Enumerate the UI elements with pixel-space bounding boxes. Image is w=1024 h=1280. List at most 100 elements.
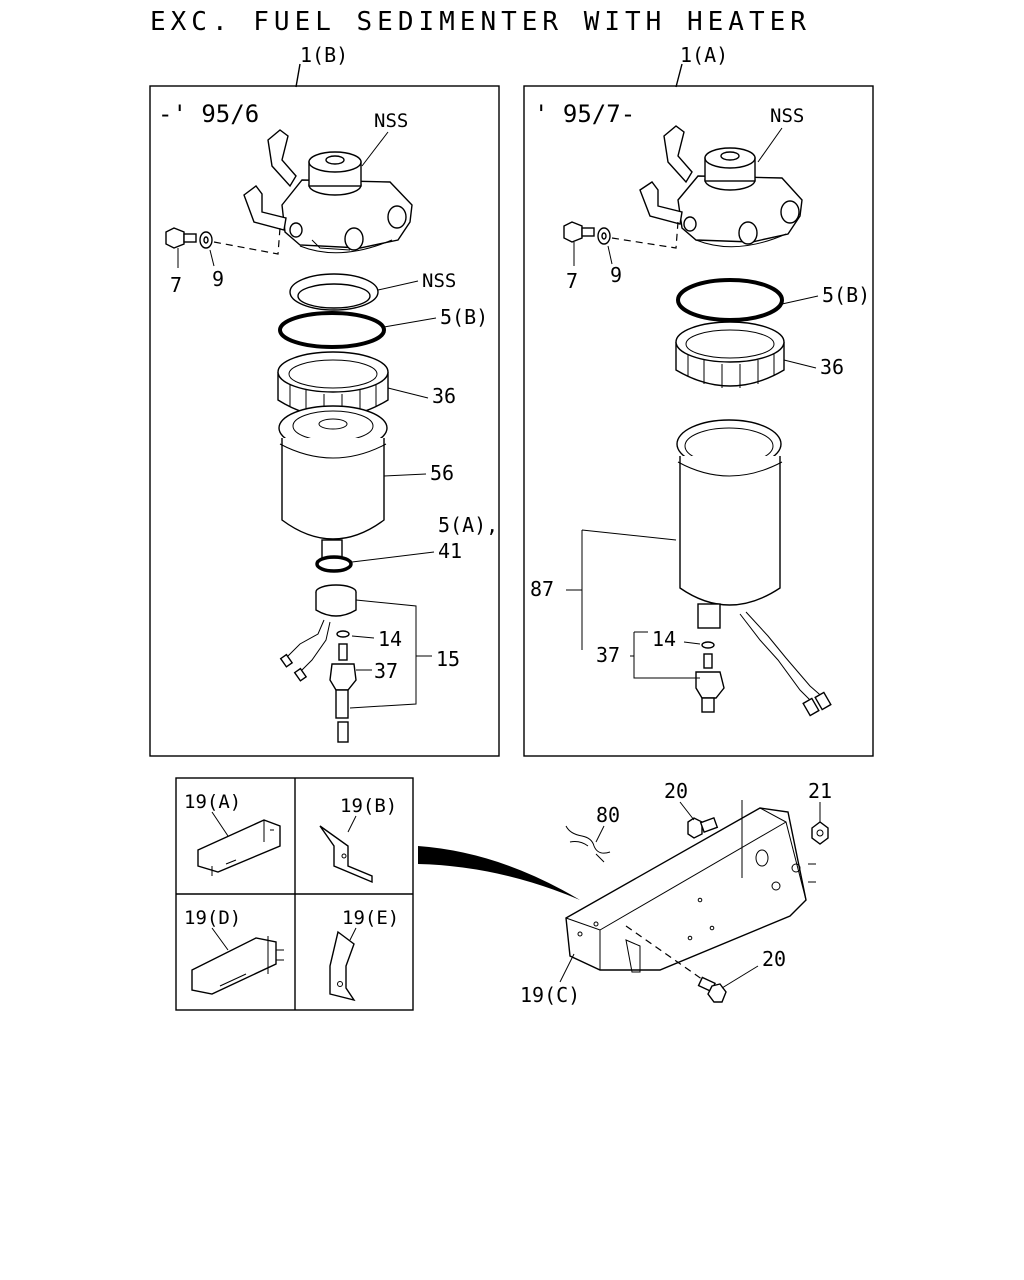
bolt-axis-left xyxy=(213,227,281,255)
leader xyxy=(757,127,783,163)
left-oring-label: 5(B) xyxy=(440,305,488,329)
left-element-label: 56 xyxy=(430,461,454,485)
leader xyxy=(566,529,677,650)
bolt-7-right xyxy=(563,221,595,266)
filter-bowl-87-right xyxy=(676,419,832,717)
circle xyxy=(577,931,583,937)
bracket-variant-grid: 19(A) 19(B) 19(D) 19(E) xyxy=(175,777,414,1011)
right-bolt-label: 7 xyxy=(566,269,578,293)
clip-80 xyxy=(565,825,611,863)
clip-label: 80 xyxy=(596,803,620,827)
line xyxy=(349,927,357,941)
leader xyxy=(351,551,435,563)
ellipse xyxy=(755,849,769,867)
left-panel-frame xyxy=(149,85,500,757)
right-sensor-label: 37 xyxy=(596,643,620,667)
circle xyxy=(341,853,347,859)
right-nut-label: 36 xyxy=(820,355,844,379)
left-bolt-label: 7 xyxy=(170,273,182,297)
bracket-19e-label: 19(E) xyxy=(342,907,399,929)
small-oring-14-right xyxy=(701,641,715,649)
small-oring-14-left xyxy=(336,630,350,638)
left-seal-label-1: 5(A), xyxy=(438,513,498,537)
line xyxy=(565,807,807,970)
right-oring-label: 5(B) xyxy=(822,283,870,307)
leader xyxy=(781,295,819,305)
bolt-7-left xyxy=(165,227,197,268)
leader xyxy=(387,387,429,399)
line xyxy=(808,863,816,883)
left-small-oring-label: 14 xyxy=(378,627,402,651)
leader xyxy=(383,317,437,328)
left-nss-ring-label: NSS xyxy=(422,270,456,292)
line xyxy=(219,936,284,987)
right-element-label: 87 xyxy=(530,577,554,601)
bracket-19a-label: 19(A) xyxy=(184,791,241,813)
line xyxy=(625,939,641,973)
bolt-bottom-axis xyxy=(625,925,707,983)
seal-41-left xyxy=(315,539,353,573)
circle xyxy=(593,921,599,927)
left-nut-label: 36 xyxy=(432,384,456,408)
bracket-19e xyxy=(329,930,356,1002)
washer-9-right xyxy=(597,227,613,265)
bracket-assembly: 20 80 21 20 19(C) xyxy=(520,779,832,1007)
left-sensor-label: 37 xyxy=(374,659,398,683)
bracket-19b-label: 19(B) xyxy=(340,795,397,817)
bracket-15-left xyxy=(349,599,432,709)
bolt-20-top xyxy=(687,817,719,839)
circle xyxy=(771,881,781,891)
line xyxy=(211,820,274,876)
pointer-wedge xyxy=(418,846,580,900)
filter-element-56-left xyxy=(278,405,388,540)
left-seal-label-2: 41 xyxy=(438,539,462,563)
line xyxy=(347,815,357,833)
right-date-range: ' 95/7- xyxy=(534,100,635,128)
left-callout-leader xyxy=(295,63,301,88)
o-ring-5b-right xyxy=(676,278,784,322)
right-panel-callout: 1(A) xyxy=(680,43,728,67)
sensor-37-right xyxy=(695,653,725,713)
diagram-title: EXC. FUEL SEDIMENTER WITH HEATER xyxy=(150,7,811,37)
right-small-oring-label: 14 xyxy=(652,627,676,651)
bracket-19d-label: 19(D) xyxy=(184,907,241,929)
left-washer-label: 9 xyxy=(212,267,224,291)
line xyxy=(595,825,605,843)
bracket-19c-label: 19(C) xyxy=(520,983,580,1007)
sensor-37-left xyxy=(329,643,357,743)
line xyxy=(559,953,575,983)
filter-head-right xyxy=(639,125,803,248)
right-nss-head-label: NSS xyxy=(770,105,804,127)
leader xyxy=(383,473,427,477)
bolt-axis-right xyxy=(611,221,679,249)
washer-9-left xyxy=(199,231,215,267)
right-washer-label: 9 xyxy=(610,263,622,287)
bolt-bottom-label: 20 xyxy=(762,947,786,971)
left-date-range: -' 95/6 xyxy=(158,100,259,128)
bolt-20-bottom xyxy=(697,976,727,1003)
circle xyxy=(791,863,801,873)
ring-nut-36-right xyxy=(675,321,785,388)
nut-label: 21 xyxy=(808,779,832,803)
line xyxy=(721,965,759,989)
left-panel: 1(B) -' 95/6 NSS xyxy=(149,43,500,757)
leader xyxy=(377,280,419,291)
filter-head-left xyxy=(243,129,413,254)
leader xyxy=(630,631,701,679)
nut-21 xyxy=(811,821,829,845)
circle xyxy=(709,925,715,931)
leader xyxy=(783,359,817,369)
bracket-19d xyxy=(191,937,277,995)
left-nss-head-label: NSS xyxy=(374,110,408,132)
circle xyxy=(697,897,703,903)
o-ring-5b-left xyxy=(278,311,386,349)
bracket-19a xyxy=(197,819,281,873)
leader xyxy=(361,131,389,167)
line xyxy=(211,927,229,951)
nss-ring-left xyxy=(289,273,379,311)
circle xyxy=(687,935,693,941)
left-sensor-assy-label: 15 xyxy=(436,647,460,671)
sensor-housing-left xyxy=(279,584,357,682)
left-panel-callout: 1(B) xyxy=(300,43,348,67)
